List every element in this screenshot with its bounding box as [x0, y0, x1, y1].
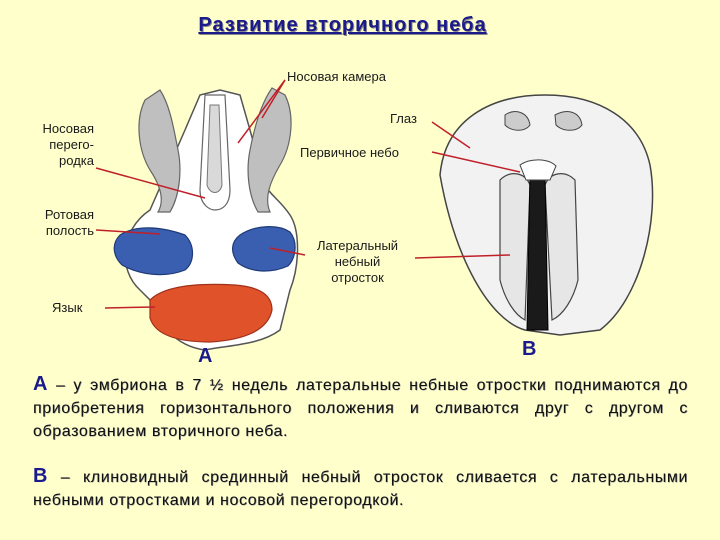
pointer-lateral-shelf-a [269, 247, 306, 256]
figure-letter-a: А [198, 345, 213, 367]
label-nasal-septum: Носовая перего- родка [20, 121, 94, 169]
lateral-palatal-shelf-left-b [499, 173, 531, 321]
pointer-nasal-cavity [237, 79, 286, 144]
slide-title: Развитие вторичного неба [198, 14, 487, 36]
eye-left [504, 111, 531, 131]
pointer-eye [431, 121, 471, 149]
label-oral-line2: полость [45, 223, 94, 238]
pointer-oral-cavity [95, 229, 161, 235]
tongue [149, 283, 273, 343]
paragraph-b-letter: В [33, 465, 49, 487]
paragraph-b-text: – клиновидный срединный небный отросток … [33, 469, 688, 509]
figure-a-frontal-section [113, 87, 299, 351]
median-palatal-process [526, 174, 549, 331]
label-oral-line1: Ротовая [44, 207, 94, 222]
pointer-lateral-shelf-b [414, 254, 511, 259]
lateral-palatal-shelf-right [232, 226, 296, 272]
label-primary-palate: Первичное небо [300, 145, 399, 160]
primary-palate [519, 159, 557, 181]
pointer-tongue [104, 306, 156, 309]
label-lateral-palatal-process: Латеральный небный отросток [300, 238, 415, 286]
lateral-palatal-shelf-right-b [544, 173, 579, 321]
septum-inner [206, 104, 223, 193]
label-nasal-cavity: Носовая камера [287, 69, 386, 84]
label-tongue: Язык [52, 300, 83, 315]
label-septum-line2: перего- [49, 137, 94, 152]
pointer-lines [95, 79, 521, 309]
label-lateral-line2: небный [334, 254, 381, 269]
paragraph-b: В – клиновидный срединный небный отросто… [33, 465, 688, 512]
label-oral-cavity: Ротовая полость [20, 207, 94, 239]
pointer-nasal-cavity-2 [261, 79, 286, 119]
figure-b-palatal-view [439, 94, 654, 336]
figure-letter-b: В [522, 338, 537, 360]
paragraph-a-text: – у эмбриона в 7 ½ недель латеральные не… [33, 377, 688, 440]
pointer-septum [95, 167, 206, 199]
label-eye: Глаз [390, 111, 417, 126]
paragraph-a-letter: А [33, 373, 49, 395]
nasal-chamber-left [138, 89, 181, 213]
label-septum-line1: Носовая [42, 121, 94, 136]
label-septum-line3: родка [59, 153, 94, 168]
nasal-chamber-right [247, 87, 292, 213]
lateral-palatal-shelf-left [113, 227, 194, 276]
paragraph-a: А – у эмбриона в 7 ½ недель латеральные … [33, 373, 688, 443]
label-lateral-line3: отросток [331, 270, 384, 285]
pointer-primary-palate [431, 151, 521, 173]
label-lateral-line1: Латеральный [316, 238, 399, 253]
eye-right [554, 111, 583, 131]
